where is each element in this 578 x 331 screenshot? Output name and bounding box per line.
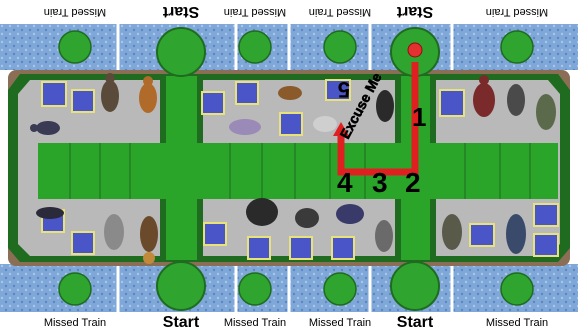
path-number-3: 3 [372,167,388,198]
start-circle-top-left[interactable] [157,28,205,76]
top-label-missed-train-4: Missed Train [486,6,548,18]
path-number-1: 1 [412,102,426,132]
top-label-start-1: Start [162,3,199,20]
top-label-missed-train-1: Missed Train [44,6,106,18]
top-label-missed-train-3: Missed Train [309,6,371,18]
path-number-4: 4 [337,167,353,198]
path-number-5: 5 [338,77,350,102]
top-label-missed-train-2: Missed Train [224,6,286,18]
bottom-label-missed-train-3: Missed Train [309,317,371,329]
start-circle-bottom-right[interactable] [391,262,439,310]
start-circle-bottom-left[interactable] [157,262,205,310]
player-token[interactable] [408,43,422,57]
path-number-2: 2 [405,167,421,198]
bottom-label-start-1: Start [163,314,200,331]
main-aisle [38,143,558,199]
bottom-label-missed-train-1: Missed Train [44,317,106,329]
top-label-start-2: Start [396,3,433,20]
bottom-label-missed-train-4: Missed Train [486,317,548,329]
bottom-label-start-2: Start [397,314,434,331]
bottom-label-missed-train-2: Missed Train [224,317,286,329]
